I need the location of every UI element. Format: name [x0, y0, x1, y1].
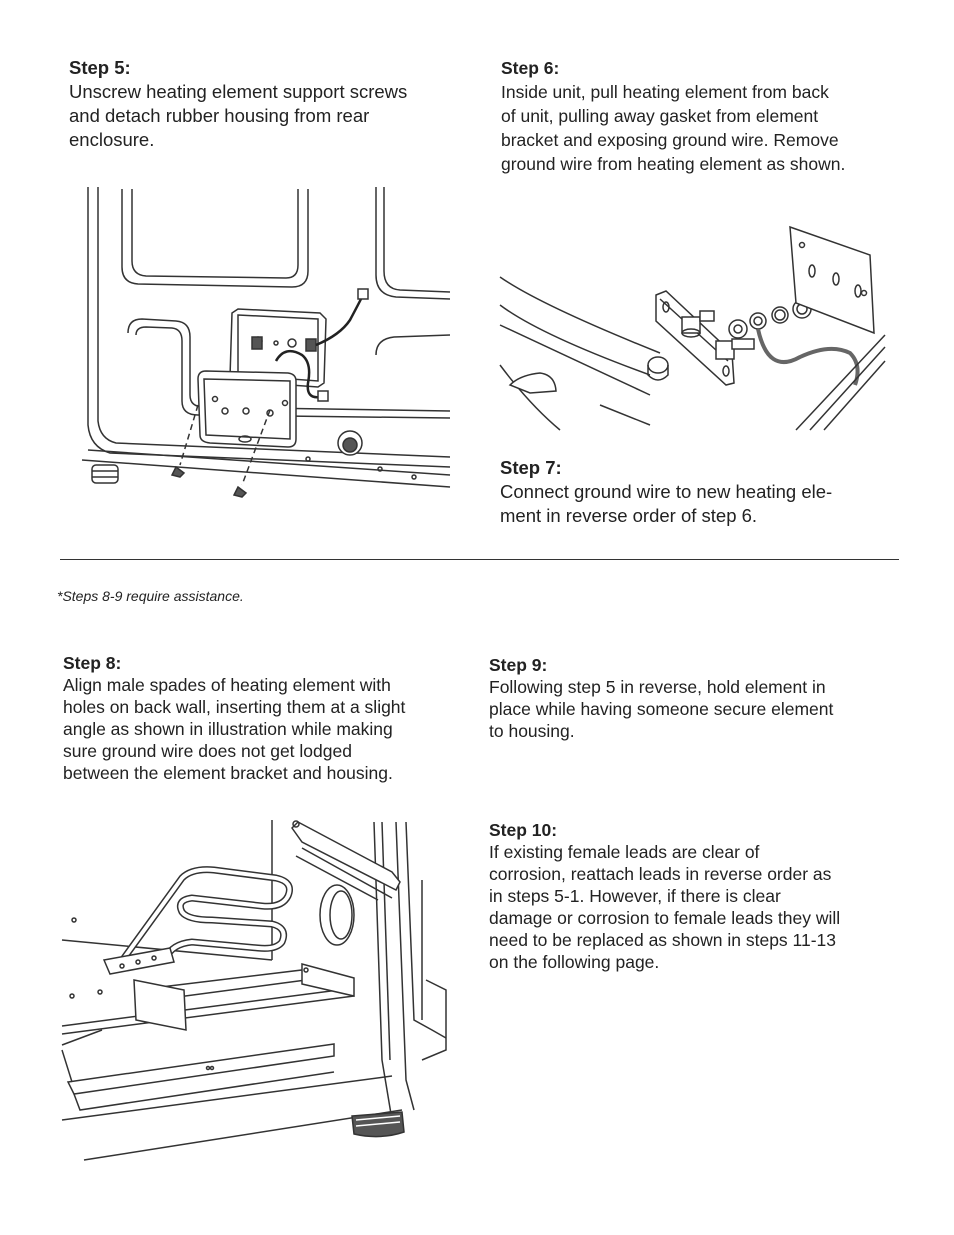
interior-element-illustration [62, 820, 450, 1165]
step-5-text: Unscrew heating element support screws a… [69, 81, 408, 150]
step-10-block: Step 10: If existing female leads are cl… [489, 819, 840, 973]
step-6-text: Inside unit, pull heating element from b… [501, 82, 846, 174]
step-8-block: Step 8: Align male spades of heating ele… [63, 652, 405, 784]
rear-housing-illustration [80, 185, 455, 505]
step-5-heading: Step 5: [69, 57, 131, 78]
step-7-block: Step 7: Connect ground wire to new heati… [500, 456, 832, 528]
step-9-text: Following step 5 in reverse, hold elemen… [489, 677, 834, 741]
step-8-text: Align male spades of heating element wit… [63, 675, 406, 783]
step-7-heading: Step 7: [500, 457, 562, 478]
step-7-text: Connect ground wire to new heating ele- … [500, 481, 833, 526]
assistance-note: *Steps 8-9 require assistance. [57, 588, 244, 604]
step-10-heading: Step 10: [489, 820, 558, 840]
step-8-heading: Step 8: [63, 653, 122, 673]
section-divider [60, 559, 899, 560]
ground-wire-illustration [500, 225, 885, 435]
step-9-block: Step 9: Following step 5 in reverse, hol… [489, 654, 833, 742]
step-5-block: Step 5: Unscrew heating element support … [69, 56, 407, 152]
step-9-heading: Step 9: [489, 655, 548, 675]
step-6-heading: Step 6: [501, 58, 560, 78]
step-6-block: Step 6: Inside unit, pull heating elemen… [501, 56, 845, 176]
step-10-text: If existing female leads are clear of co… [489, 842, 841, 972]
